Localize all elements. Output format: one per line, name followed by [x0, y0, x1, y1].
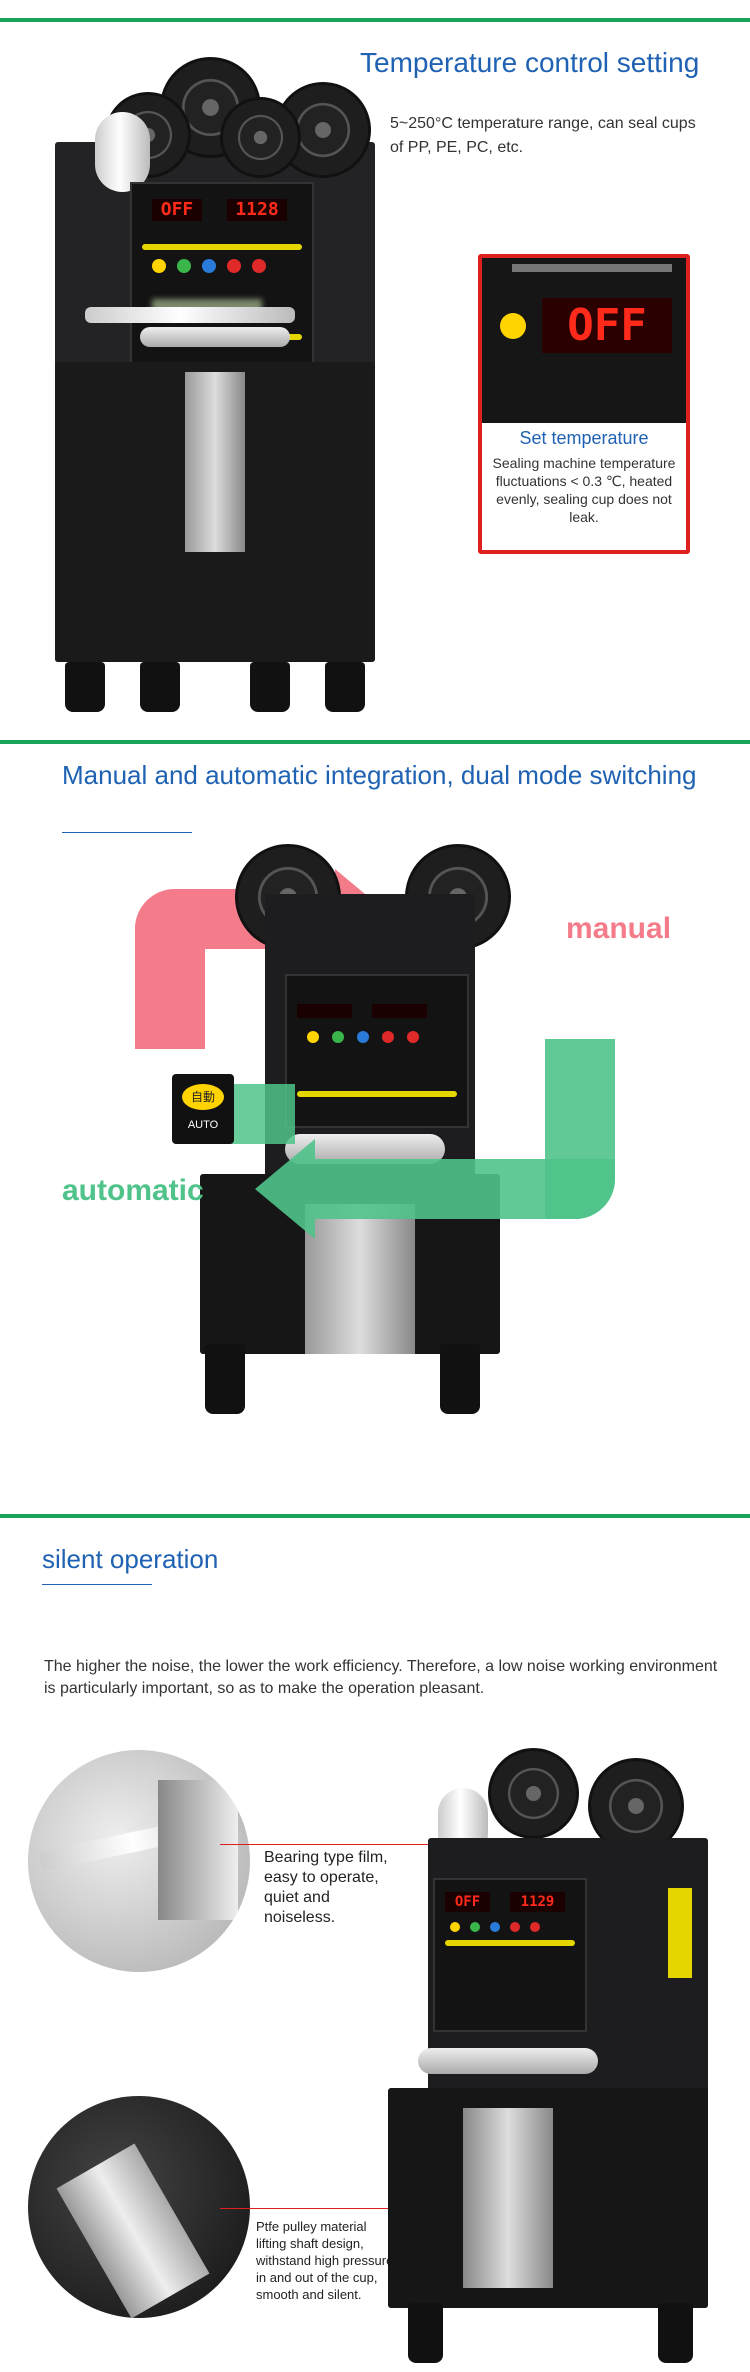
- callout-title: Set temperature: [519, 428, 649, 448]
- warning-sticker: [668, 1888, 692, 1978]
- manual-button[interactable]: [177, 259, 191, 273]
- callout-body: Sealing machine temperature fluctuations…: [492, 455, 676, 525]
- pause-button[interactable]: [510, 1922, 520, 1932]
- yellow-stripe: [445, 1940, 575, 1946]
- machine-leg: [408, 2303, 443, 2363]
- heading-underline: [62, 832, 192, 833]
- lifting-shaft: [185, 372, 245, 552]
- yellow-stripe: [297, 1091, 457, 1097]
- callout-chinese-label: [512, 264, 672, 272]
- start-button[interactable]: [202, 259, 216, 273]
- sealing-handle: [85, 307, 295, 323]
- section-divider: [0, 740, 750, 744]
- heading-underline: [42, 1584, 152, 1585]
- machine-leg: [205, 1344, 245, 1414]
- auto-button[interactable]: [152, 259, 166, 273]
- section-divider: [0, 1514, 750, 1518]
- machine-leg: [65, 662, 105, 712]
- bearing-detail-image: [28, 1750, 250, 1972]
- sealing-machine-image: OFF 1128: [40, 42, 400, 722]
- pointer-line-1: [220, 1844, 435, 1845]
- control-panel: OFF 1129: [433, 1878, 587, 2032]
- section-description: The higher the noise, the lower the work…: [44, 1658, 718, 1697]
- silent-operation-section: silent operation The higher the noise, t…: [0, 1518, 750, 2372]
- section-heading: Manual and automatic integration, dual m…: [62, 760, 697, 790]
- automatic-label: automatic: [62, 1174, 204, 1207]
- section-description: 5~250°C temperature range, can seal cups…: [390, 115, 696, 156]
- section-heading: Temperature control setting: [360, 47, 700, 78]
- power-button[interactable]: [530, 1922, 540, 1932]
- start-button[interactable]: [490, 1922, 500, 1932]
- callout-zoom-image: OFF: [482, 258, 686, 423]
- manual-button[interactable]: [332, 1031, 344, 1043]
- setup-button[interactable]: [500, 313, 526, 339]
- feature-bearing: Bearing type film, easy to operate, quie…: [264, 1849, 388, 1926]
- manual-label: manual: [566, 912, 672, 945]
- auto-button[interactable]: [307, 1031, 319, 1043]
- machine-leg: [325, 662, 365, 712]
- pause-button[interactable]: [382, 1031, 394, 1043]
- sealing-head: [140, 327, 290, 347]
- mode-switching-section: Manual and automatic integration, dual m…: [0, 744, 750, 1514]
- auto-button-chinese: 自動: [182, 1084, 224, 1110]
- section-heading: silent operation: [42, 1544, 219, 1574]
- top-divider: [0, 18, 750, 22]
- auto-button[interactable]: [450, 1922, 460, 1932]
- feature-pulley: Ptfe pulley material lifting shaft desig…: [256, 2219, 394, 2302]
- right-display: [372, 1004, 427, 1018]
- temperature-display: OFF: [152, 199, 202, 221]
- temperature-display: OFF: [445, 1892, 490, 1912]
- sealing-machine-image: [200, 844, 515, 1494]
- control-panel: OFF 1128: [130, 182, 314, 386]
- machine-leg: [440, 1344, 480, 1414]
- control-panel: [285, 974, 469, 1128]
- manual-button[interactable]: [470, 1922, 480, 1932]
- counter-display: 1129: [510, 1892, 565, 1912]
- machine-leg: [140, 662, 180, 712]
- lifting-shaft: [305, 1204, 415, 1354]
- sealing-head: [418, 2048, 598, 2074]
- temperature-callout: OFF Set temperature Sealing machine temp…: [478, 254, 690, 554]
- yellow-stripe: [142, 244, 302, 250]
- film-reel-right-small: [220, 97, 301, 178]
- temperature-section: OFF 1128 Temperature control setting 5~2…: [0, 22, 750, 740]
- film-roll-left: [95, 112, 150, 192]
- pulley-block: [56, 2143, 210, 2318]
- pulley-detail-image: [28, 2096, 250, 2318]
- power-button[interactable]: [252, 259, 266, 273]
- bearing-block: [158, 1780, 238, 1920]
- counter-display: 1128: [227, 199, 287, 221]
- power-button[interactable]: [407, 1031, 419, 1043]
- start-button[interactable]: [357, 1031, 369, 1043]
- zoom-temperature-display: OFF: [542, 298, 672, 353]
- left-display: [297, 1004, 352, 1018]
- pointer-line-2: [220, 2208, 435, 2209]
- machine-leg: [250, 662, 290, 712]
- lifting-shaft: [463, 2108, 553, 2288]
- machine-leg: [658, 2303, 693, 2363]
- auto-mode-button[interactable]: 自動 AUTO: [172, 1074, 234, 1144]
- pause-button[interactable]: [227, 259, 241, 273]
- sealing-machine-image: OFF 1129: [388, 1748, 718, 2368]
- automatic-arrow: [245, 1039, 615, 1239]
- auto-button-english: AUTO: [187, 1119, 219, 1131]
- film-reel-left: [488, 1748, 579, 1839]
